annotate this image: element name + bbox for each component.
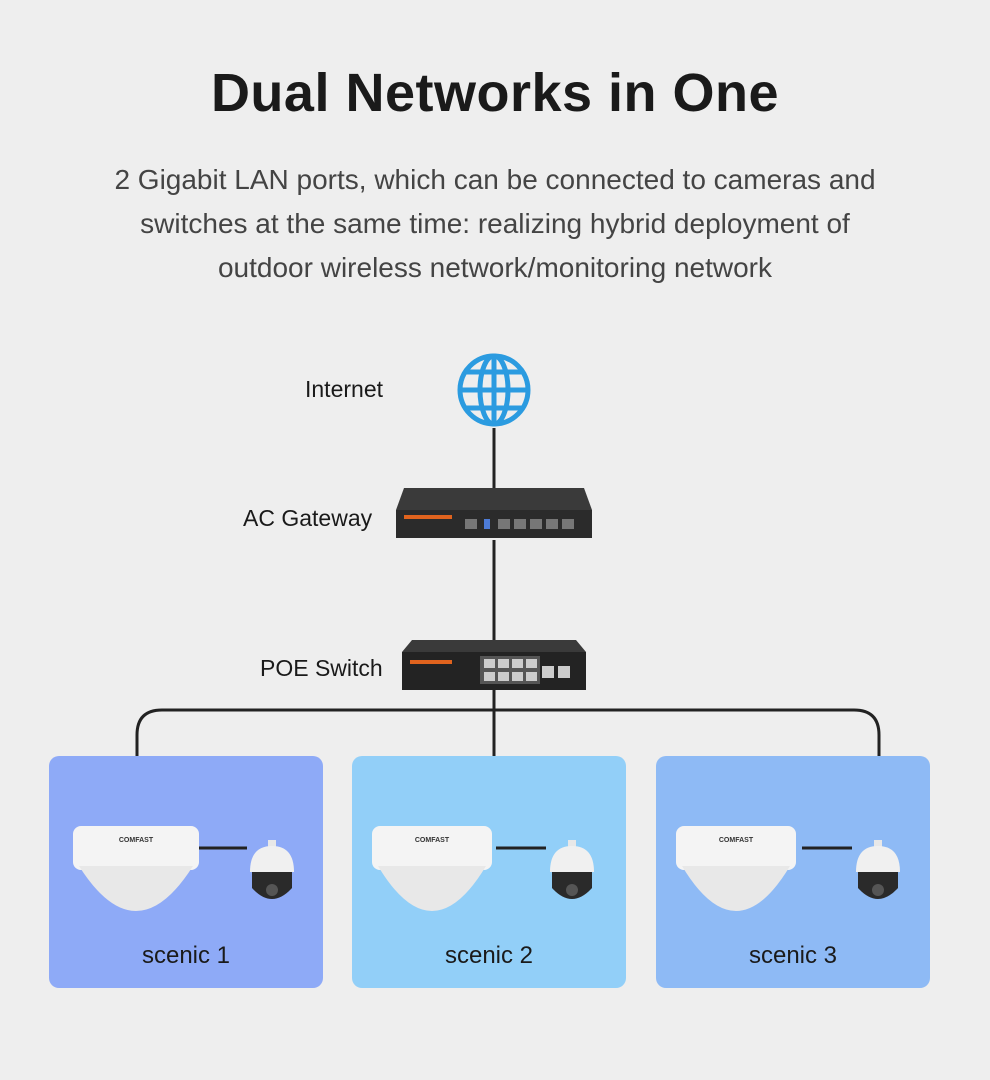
scenic-1-devices: COMFAST — [73, 826, 294, 911]
subtitle-line-2: switches at the same time: realizing hyb… — [140, 208, 850, 239]
scenic-2-label: scenic 2 — [444, 942, 534, 969]
ac-gateway-label: AC Gateway — [243, 505, 373, 531]
scenic-3-label: scenic 3 — [748, 942, 838, 969]
poe-switch-device — [402, 640, 586, 690]
page-subtitle: 2 Gigabit LAN ports, which can be connec… — [60, 158, 930, 290]
ptz-camera-icon — [250, 840, 294, 899]
poe-switch-label: POE Switch — [260, 655, 383, 681]
scenic-3-devices: COMFAST — [676, 826, 900, 911]
ap-brand-text: COMFAST — [119, 837, 154, 844]
internet-label: Internet — [305, 376, 383, 402]
ap-brand-text: COMFAST — [719, 837, 754, 844]
ptz-camera-icon — [856, 840, 900, 899]
page-title: Dual Networks in One — [210, 63, 780, 123]
link-switch-scenic-1-3 — [135, 708, 881, 756]
subtitle-line-1: 2 Gigabit LAN ports, which can be connec… — [114, 164, 876, 195]
outdoor-ap-icon: COMFAST — [372, 826, 492, 911]
outdoor-ap-icon: COMFAST — [73, 826, 199, 911]
scenic-panel-3: COMFAST scenic 3 — [656, 756, 930, 988]
scenic-1-label: scenic 1 — [141, 942, 231, 969]
scenic-panel-2: COMFAST scenic 2 — [352, 756, 626, 988]
ap-brand-text: COMFAST — [415, 837, 450, 844]
globe-icon — [457, 353, 531, 427]
subtitle-line-3: outdoor wireless network/monitoring netw… — [217, 252, 773, 283]
outdoor-ap-icon: COMFAST — [676, 826, 796, 911]
ac-gateway-device — [396, 488, 592, 538]
scenic-2-devices: COMFAST — [372, 826, 594, 911]
scenic-panel-1: COMFAST scenic 1 — [49, 756, 323, 988]
ptz-camera-icon — [550, 840, 594, 899]
